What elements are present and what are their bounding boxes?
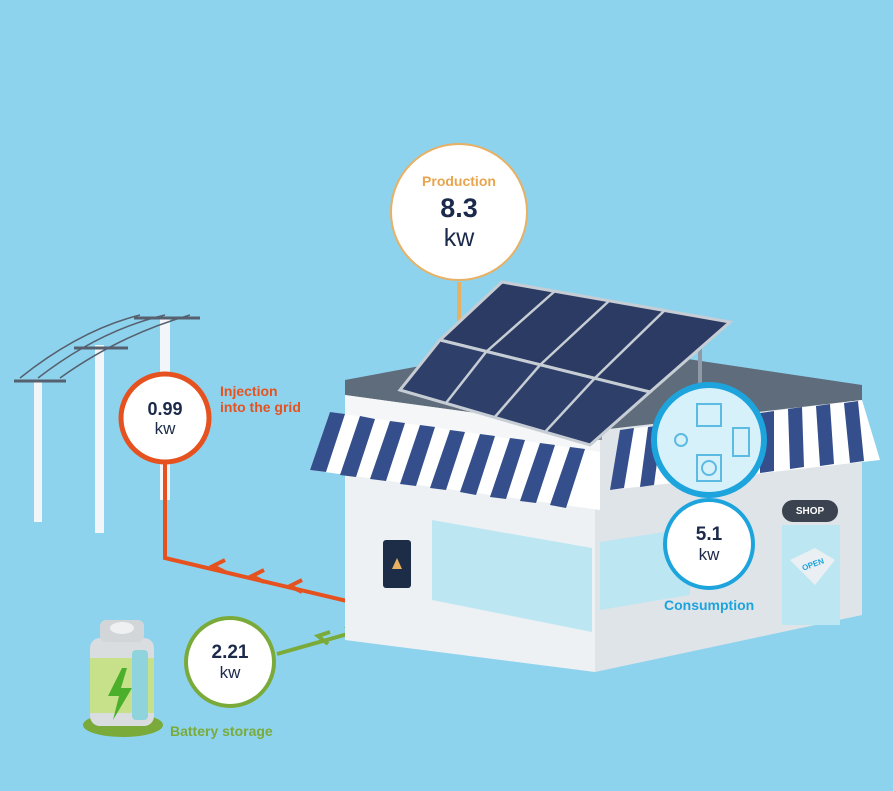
fridge-icon: [732, 427, 750, 457]
inverter-icon: [383, 540, 411, 588]
lightbulb-icon: [674, 433, 688, 447]
open-sign: [790, 548, 835, 585]
production-bubble: Production 8.3 kw: [392, 145, 526, 279]
battery-bubble: 2.21 kw: [189, 621, 271, 703]
grid-label-line1: Injection: [220, 383, 278, 399]
shop-sign: SHOP: [795, 505, 825, 517]
consumption-bubble: 5.1 kw: [668, 503, 750, 585]
battery-label: Battery storage: [170, 723, 273, 739]
production-label: Production: [422, 173, 496, 189]
solar-panels: [397, 280, 734, 447]
production-value: 8.3: [440, 193, 478, 223]
battery-icon: [83, 620, 163, 737]
grid-value: 0.99: [147, 398, 183, 419]
consumption-value: 5.1: [695, 524, 723, 545]
grid-label: Injection into the grid: [220, 383, 301, 415]
cooktop-icon: [696, 403, 722, 427]
consumption-label: Consumption: [664, 597, 755, 613]
battery-unit: kw: [219, 663, 241, 682]
grid-unit: kw: [154, 418, 176, 438]
consumption-unit: kw: [698, 545, 720, 564]
production-unit: kw: [443, 224, 475, 252]
washing-machine-icon: [696, 454, 722, 482]
grid-label-line2: into the grid: [220, 399, 301, 416]
battery-value: 2.21: [211, 642, 249, 663]
grid-bubble: 0.99 kw: [124, 377, 206, 459]
appliances-circle: [651, 382, 767, 498]
